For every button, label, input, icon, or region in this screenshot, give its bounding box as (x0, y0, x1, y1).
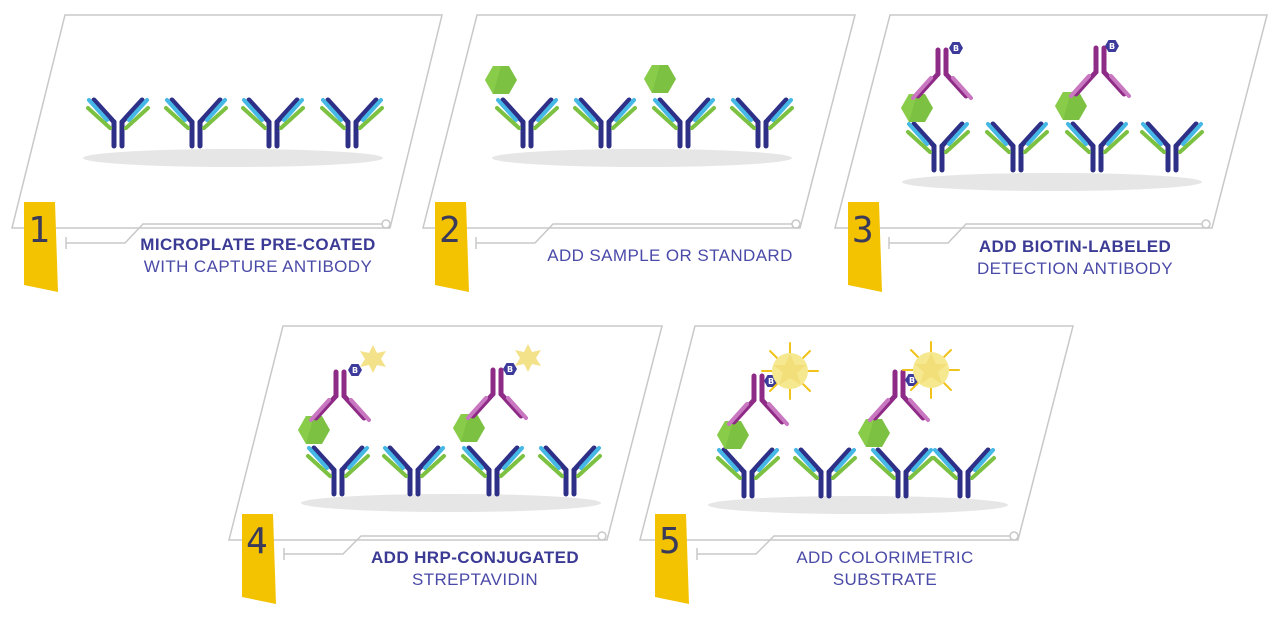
biotin-icon (348, 364, 362, 376)
step-number-4: 4 (246, 521, 268, 562)
step-1-line-2: WITH CAPTURE ANTIBODY (143, 257, 373, 276)
step-tab-3 (848, 202, 882, 292)
capture-antibody (718, 450, 778, 496)
detection-antibody (311, 372, 369, 420)
hrp-star-icon (360, 345, 386, 373)
capture-antibody (908, 124, 968, 170)
biotin-icon (503, 363, 517, 375)
biotin-icon (949, 42, 963, 54)
step-tab-1 (24, 202, 58, 292)
step-2-line-1: ADD SAMPLE OR STANDARD (547, 246, 793, 265)
capture-antibody (463, 448, 523, 494)
step-number-3: 3 (852, 210, 874, 251)
step-number-1: 1 (28, 210, 50, 251)
panel-3 (834, 14, 1268, 229)
step-5-line-2: SUBSTRATE (832, 570, 938, 589)
step-number-5: 5 (659, 521, 681, 562)
step-3-line-1: ADD BIOTIN-LABELED (978, 237, 1172, 256)
step-1-caption: MICROPLATE PRE-COATED WITH CAPTURE ANTIB… (118, 234, 398, 278)
step-4-line-2: STREPTAVIDIN (411, 570, 539, 589)
shadow-2 (492, 149, 792, 167)
step-3-line-2: DETECTION ANTIBODY (976, 259, 1174, 278)
capture-antibody (540, 448, 600, 494)
step-number-2: 2 (439, 210, 461, 251)
capture-antibody (243, 100, 303, 146)
connector-lines (65, 219, 1211, 560)
step-5-caption: ADD COLORIMETRIC SUBSTRATE (745, 547, 1025, 591)
step-3-caption: ADD BIOTIN-LABELED DETECTION ANTIBODY (935, 236, 1215, 280)
antigen-icon (858, 419, 890, 447)
panel-2-content (485, 65, 792, 146)
antigen-icon (485, 66, 517, 94)
capture-antibody (497, 100, 557, 146)
panel-2 (422, 14, 856, 229)
panel-1 (11, 14, 443, 229)
biotin-icon (1105, 40, 1119, 52)
capture-antibody (934, 450, 994, 496)
panel-borders (11, 14, 1268, 541)
capture-antibody (732, 100, 792, 146)
step-tab-2 (435, 202, 469, 292)
panel-4-content (298, 344, 600, 494)
step-tabs (24, 202, 882, 604)
antigen-icon (298, 416, 330, 444)
substrate-signal-icon (902, 341, 960, 399)
shadow-5 (708, 496, 1008, 514)
capture-antibody (987, 124, 1047, 170)
panel-5 (639, 325, 1074, 541)
shadow-3 (902, 173, 1202, 191)
hrp-star-icon (515, 344, 541, 372)
shadow-4 (301, 494, 601, 512)
step-4-line-1: ADD HRP-CONJUGATED (370, 548, 580, 567)
step-5-line-1: ADD COLORIMETRIC (796, 548, 974, 567)
capture-antibody (575, 100, 635, 146)
capture-antibody (384, 448, 444, 494)
panel-3-content (901, 40, 1202, 170)
floor-shadows (83, 149, 1202, 514)
capture-antibody (166, 100, 226, 146)
capture-antibody (322, 100, 382, 146)
capture-antibody (88, 100, 148, 146)
panel-1-content (88, 100, 382, 146)
step-2-caption: ADD SAMPLE OR STANDARD (520, 245, 820, 267)
step-tab-4 (242, 514, 276, 604)
capture-antibody (1067, 124, 1127, 170)
antigen-icon (717, 421, 749, 449)
step-tab-5 (655, 514, 689, 604)
step-4-caption: ADD HRP-CONJUGATED STREPTAVIDIN (335, 547, 615, 591)
capture-antibody (654, 100, 714, 146)
panel-4 (228, 325, 663, 541)
shadow-1 (83, 149, 383, 167)
detection-antibody (1071, 48, 1129, 96)
panel-5-content (717, 341, 994, 496)
capture-antibody (308, 448, 368, 494)
substrate-signal-icon (761, 342, 819, 400)
capture-antibody (795, 450, 855, 496)
capture-antibody (872, 450, 932, 496)
antigen-icon (644, 65, 676, 93)
capture-antibody (1142, 124, 1202, 170)
step-1-line-1: MICROPLATE PRE-COATED (140, 235, 376, 254)
detection-antibody (468, 370, 526, 418)
detection-antibody (913, 50, 971, 98)
